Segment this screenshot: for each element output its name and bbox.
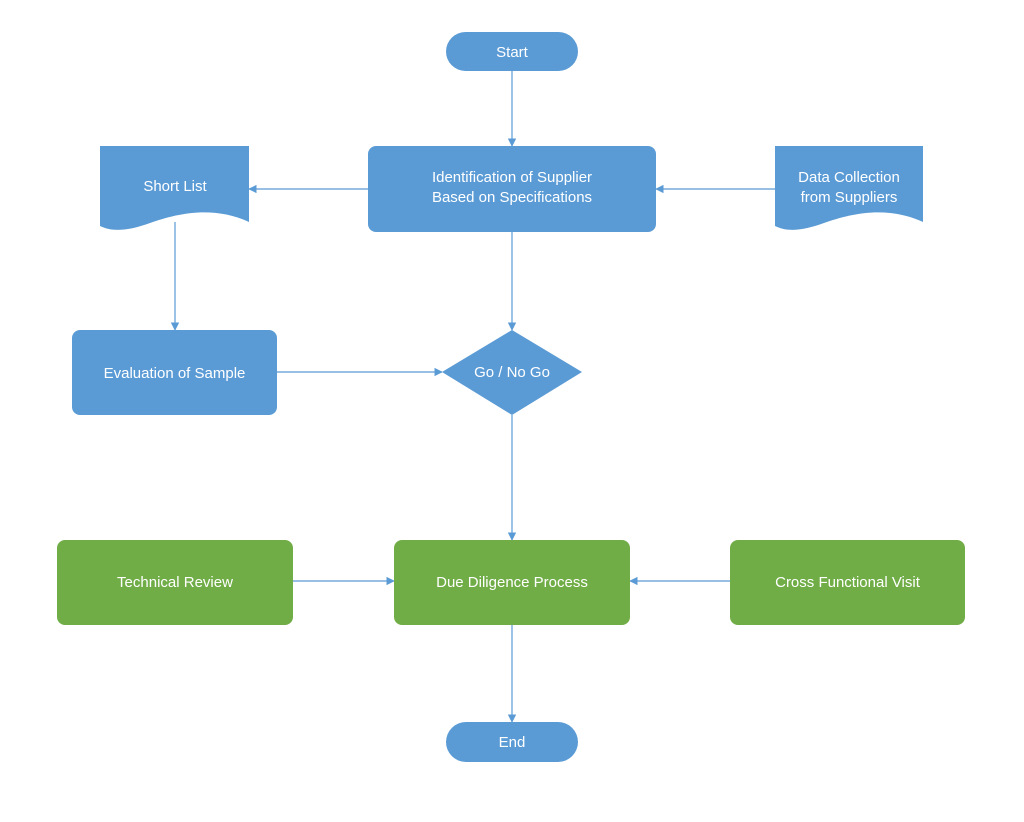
evaluation-label: Evaluation of Sample [104,365,246,382]
start-shape [446,32,578,71]
technical-review-label: Technical Review [117,574,233,591]
data-collection-node[interactable]: Data Collection from Suppliers [775,146,923,230]
start-node[interactable]: Start [446,32,578,71]
short-list-node[interactable]: Short List [100,146,249,230]
go-no-go-shape [442,330,582,415]
technical-review-shape [57,540,293,625]
data-collection-label-line2: from Suppliers [801,189,898,206]
cross-functional-node[interactable]: Cross Functional Visit [730,540,965,625]
end-node[interactable]: End [446,722,578,762]
cross-functional-shape [730,540,965,625]
identification-label-line1: Identification of Supplier [432,169,592,186]
evaluation-shape [72,330,277,415]
short-list-shape [100,146,249,230]
due-diligence-node[interactable]: Due Diligence Process [394,540,630,625]
go-no-go-node[interactable]: Go / No Go [442,330,582,415]
identification-shape [368,146,656,232]
end-label: End [499,734,526,751]
data-collection-label-line1: Data Collection [798,169,900,186]
technical-review-node[interactable]: Technical Review [57,540,293,625]
identification-label-line2: Based on Specifications [432,189,592,206]
short-list-label: Short List [143,178,207,195]
go-no-go-label: Go / No Go [474,364,550,381]
end-shape [446,722,578,762]
data-collection-shape [775,146,923,230]
due-diligence-shape [394,540,630,625]
start-label: Start [496,44,529,61]
cross-functional-label: Cross Functional Visit [775,574,921,591]
due-diligence-label: Due Diligence Process [436,574,588,591]
identification-node[interactable]: Identification of Supplier Based on Spec… [368,146,656,232]
connectors [170,71,775,723]
evaluation-node[interactable]: Evaluation of Sample [72,330,277,415]
